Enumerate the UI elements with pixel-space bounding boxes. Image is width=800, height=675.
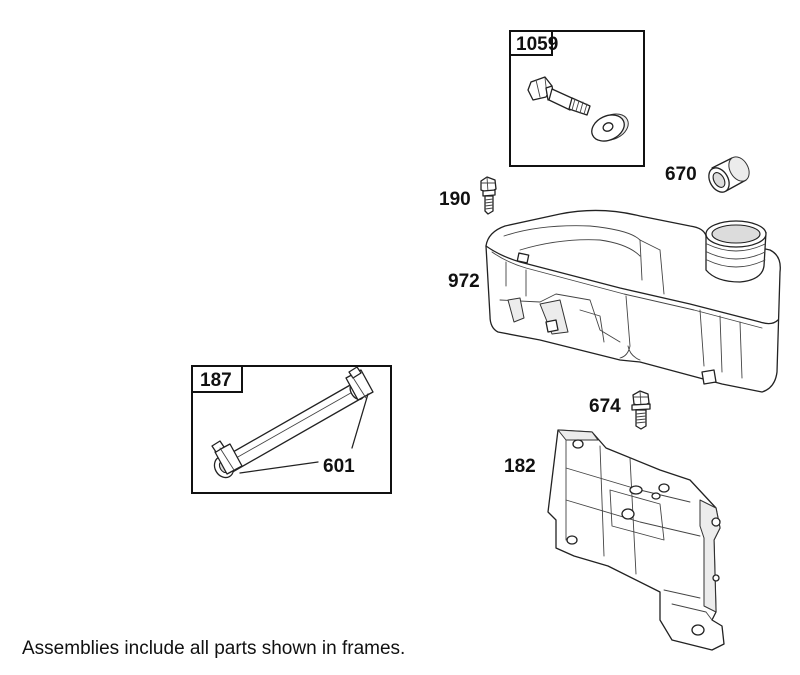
callout-182: 182 xyxy=(504,456,536,477)
leader-line-601-lower xyxy=(239,461,319,474)
frame-1059-group: 1059 xyxy=(509,30,645,167)
callout-674: 674 xyxy=(589,396,621,417)
callout-190: 190 xyxy=(439,189,471,210)
frame-label-187: 187 xyxy=(200,370,232,391)
footnote-text: Assemblies include all parts shown in fr… xyxy=(22,638,406,659)
callout-601: 601 xyxy=(323,456,355,477)
hose-clamp-lower-icon xyxy=(211,440,243,475)
fuel-tank-972-icon xyxy=(485,209,781,393)
bushing-670-icon xyxy=(708,156,750,193)
shoulder-screw-icon xyxy=(527,76,591,116)
leader-line-601-upper xyxy=(351,393,369,449)
hose-clamp-upper-icon xyxy=(345,366,374,401)
assembly-frame-187 xyxy=(191,365,392,494)
frame-label-tab-1059 xyxy=(509,30,553,56)
callout-670: 670 xyxy=(665,164,697,185)
callout-972: 972 xyxy=(448,271,480,292)
frame-187-group: 187 601 xyxy=(191,365,392,494)
tank-bracket-182-icon xyxy=(547,429,725,651)
bolt-674-icon xyxy=(631,390,651,430)
frame-label-1059: 1059 xyxy=(516,34,558,55)
assembly-frame-1059 xyxy=(509,30,645,167)
bolt-190-icon xyxy=(480,176,497,215)
washer-icon xyxy=(591,113,629,142)
frame-label-tab-187 xyxy=(191,365,243,393)
